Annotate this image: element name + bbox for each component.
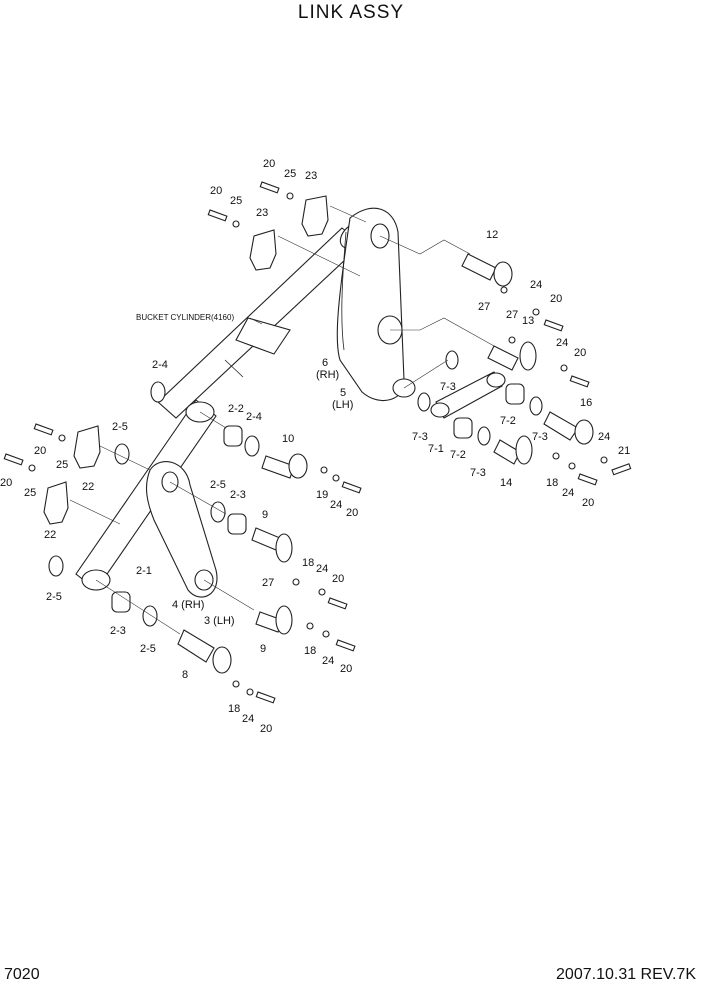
part-labels: 20 25 23 20 25 23 12 24 20 27 27 13 24 2… xyxy=(0,158,630,735)
part-label: 25 xyxy=(230,195,242,207)
part-label: 25 xyxy=(284,168,296,180)
part-label: 2-3 xyxy=(230,489,246,501)
part-label: 20 xyxy=(340,663,352,675)
part-label: 24 xyxy=(330,499,342,511)
pins xyxy=(177,253,594,674)
part-label: 27 xyxy=(262,577,274,589)
part-label: 7-3 xyxy=(532,431,548,443)
part-label: 18 xyxy=(546,477,558,489)
part-label: 19 xyxy=(316,489,328,501)
part-label: 22 xyxy=(44,529,56,541)
part-label: 7-3 xyxy=(412,431,428,443)
part-label: 2-4 xyxy=(246,411,262,423)
part-label: 2-4 xyxy=(152,359,168,371)
part-label: 2-5 xyxy=(112,421,128,433)
bucket-cylinder-note: BUCKET CYLINDER(4160) xyxy=(136,313,234,322)
part-label: 8 xyxy=(182,669,188,681)
part-label: 7-2 xyxy=(500,415,516,427)
part-label: 20 xyxy=(0,477,12,489)
bushings-seals xyxy=(48,350,543,627)
part-label: 4 (RH) xyxy=(172,599,204,611)
part-label: 5 xyxy=(340,387,346,399)
part-label: 27 xyxy=(478,301,490,313)
plates xyxy=(43,195,329,525)
part-label: 7-2 xyxy=(450,449,466,461)
revision-date: 2007.10.31 REV.7K xyxy=(556,966,696,983)
upper-link-arms xyxy=(336,207,416,401)
part-label: 7-3 xyxy=(470,467,486,479)
part-label: 24 xyxy=(316,563,328,575)
part-label: 20 xyxy=(574,347,586,359)
part-label: 25 xyxy=(24,487,36,499)
part-label: 25 xyxy=(56,459,68,471)
part-label: 20 xyxy=(332,573,344,585)
part-label: 7-3 xyxy=(440,381,456,393)
part-label: 24 xyxy=(242,713,254,725)
part-label: 9 xyxy=(262,509,268,521)
main-link xyxy=(75,399,218,598)
part-label: 20 xyxy=(582,497,594,509)
part-label: 2-5 xyxy=(210,479,226,491)
page-title: LINK ASSY xyxy=(297,2,405,23)
part-label: 2-5 xyxy=(46,591,62,603)
part-label: 24 xyxy=(598,431,610,443)
part-label: 27 xyxy=(506,309,518,321)
part-label: 12 xyxy=(486,229,498,241)
part-label: 23 xyxy=(305,170,317,182)
part-label: 20 xyxy=(210,185,222,197)
part-label: 14 xyxy=(500,477,512,489)
part-label: 13 xyxy=(522,315,534,327)
part-label: 16 xyxy=(580,397,592,409)
part-label: 21 xyxy=(618,445,630,457)
part-label: 20 xyxy=(260,723,272,735)
part-label: 20 xyxy=(550,293,562,305)
part-label: 24 xyxy=(322,655,334,667)
part-label: 22 xyxy=(82,481,94,493)
page-code: 7020 xyxy=(4,966,40,983)
part-label: 2-5 xyxy=(140,643,156,655)
part-label: 24 xyxy=(556,337,568,349)
part-label: 20 xyxy=(34,445,46,457)
part-label: 18 xyxy=(304,645,316,657)
part-label: 10 xyxy=(282,433,294,445)
bolts-washers xyxy=(3,181,632,704)
part-label: 24 xyxy=(562,487,574,499)
part-label: 3 (LH) xyxy=(204,615,235,627)
linkage-7-1 xyxy=(430,371,506,419)
part-label: 6 xyxy=(322,357,328,369)
part-label: 9 xyxy=(260,643,266,655)
part-label: (RH) xyxy=(316,369,339,381)
part-label: 2-2 xyxy=(228,403,244,415)
part-label: 18 xyxy=(228,703,240,715)
part-label: 18 xyxy=(302,557,314,569)
leader-lines xyxy=(69,205,495,635)
part-label: 7-1 xyxy=(428,443,444,455)
part-label: 2-1 xyxy=(136,565,152,577)
part-label: 2-3 xyxy=(110,625,126,637)
part-label: 20 xyxy=(346,507,358,519)
part-label: 20 xyxy=(263,158,275,170)
part-label: 23 xyxy=(256,207,268,219)
part-label: (LH) xyxy=(332,399,353,411)
part-label: 24 xyxy=(530,279,542,291)
